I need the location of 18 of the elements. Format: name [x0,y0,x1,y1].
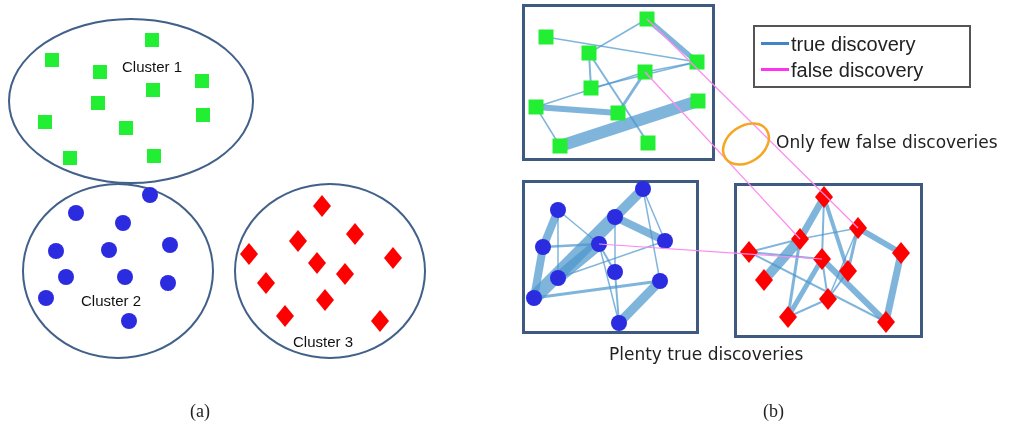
annotation-text: Plenty true discoveries [609,344,804,364]
network-frame [522,180,699,334]
network-frame [522,4,715,161]
false-discovery-line [644,71,801,240]
panel-caption: (a) [190,401,210,422]
cluster-label: Cluster 3 [293,333,354,350]
network-frame [734,183,923,338]
cluster-label: Cluster 2 [81,292,142,309]
cluster-ellipse [22,183,214,359]
cluster-ellipse [8,18,254,184]
cluster-label: Cluster 1 [122,58,183,75]
legend-text: true discovery [791,31,916,57]
cluster-ellipse [234,183,426,359]
false-discovery-line [646,18,859,229]
legend-text: false discovery [791,57,924,83]
annotation-text: Only few false discoveries [776,132,998,152]
panel-caption: (b) [763,401,784,422]
false-discovery-line [598,243,823,260]
